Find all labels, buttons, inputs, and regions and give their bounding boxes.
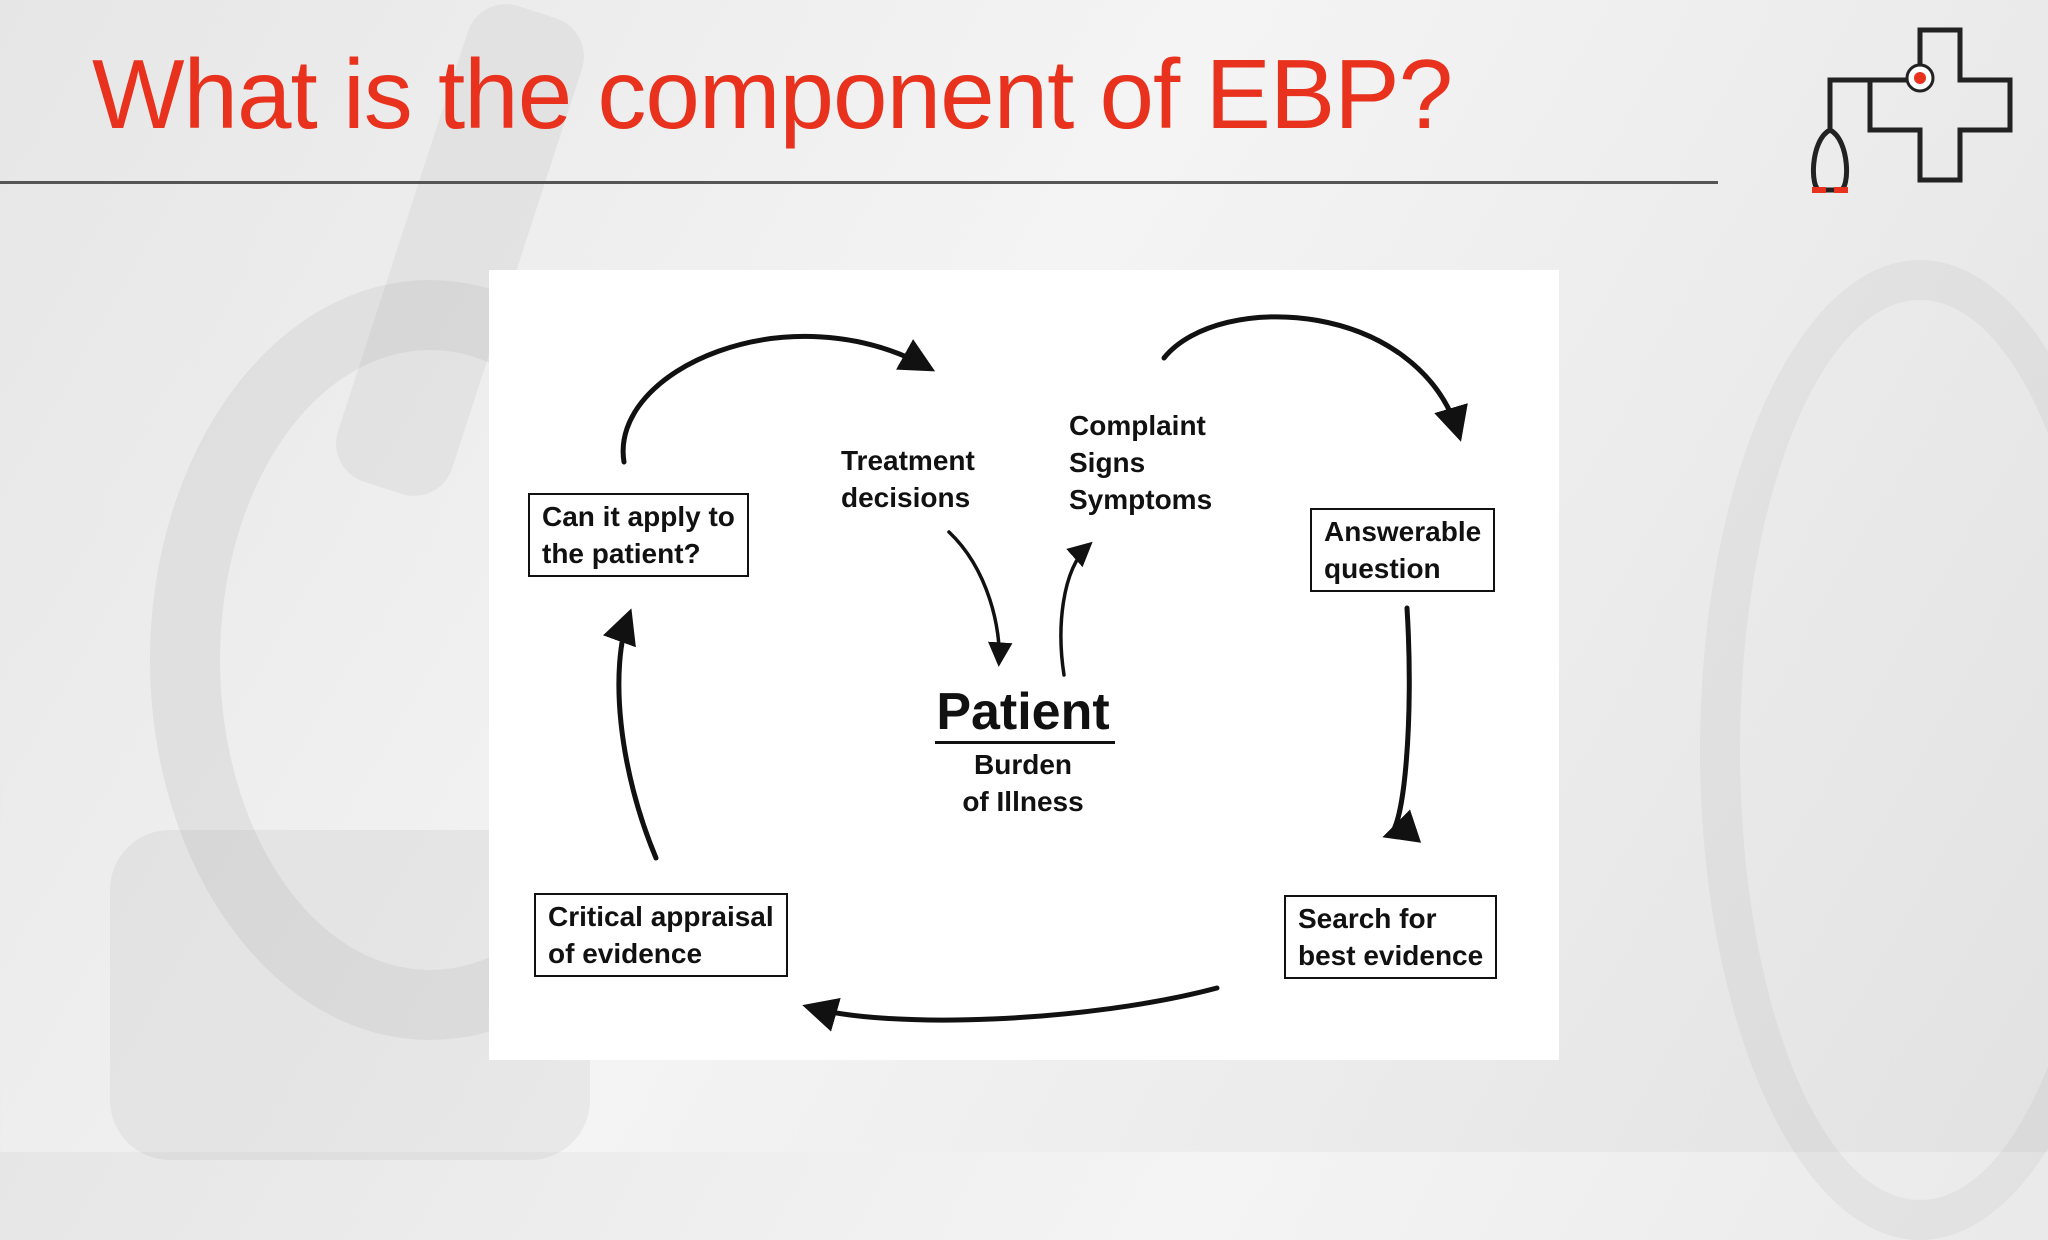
arrow-question-to-search	[1382, 605, 1422, 843]
label-complaint-signs-symptoms: Complaint Signs Symptoms	[1069, 407, 1212, 518]
box-appraisal-line-2: of evidence	[548, 938, 703, 969]
cycle-arrows	[602, 314, 1468, 1032]
box-search-line-1: Search for	[1298, 903, 1437, 934]
box-apply-line-2: the patient?	[542, 538, 701, 569]
arrow-complaint-to-question	[1161, 314, 1468, 442]
arrow-appraisal-to-apply	[602, 608, 659, 861]
title-divider	[0, 181, 1718, 184]
box-appraisal-line-1: Critical appraisal	[548, 901, 774, 932]
box-question-line-2: question	[1324, 553, 1441, 584]
arrow-search-to-appraisal	[802, 985, 1220, 1032]
arrow-patient-to-complaint	[1059, 541, 1093, 677]
label-treatment-line-2: decisions	[841, 482, 971, 513]
label-complaint-line-3: Symptoms	[1069, 484, 1213, 515]
patient-underline	[935, 741, 1115, 744]
label-treatment-decisions: Treatment decisions	[841, 442, 975, 516]
slide-title: What is the component of EBP?	[92, 39, 1453, 149]
medical-cross-stethoscope-icon	[1810, 27, 2013, 193]
patient-title: Patient	[936, 683, 1110, 741]
patient-subtitle: Burden of Illness	[913, 746, 1133, 820]
box-search-best-evidence: Search for best evidence	[1284, 895, 1498, 979]
label-treatment-line-1: Treatment	[841, 445, 975, 476]
box-can-it-apply: Can it apply to the patient?	[528, 493, 749, 577]
arrow-treatment-to-patient	[947, 530, 1013, 667]
box-question-line-1: Answerable	[1324, 516, 1482, 547]
box-critical-appraisal: Critical appraisal of evidence	[534, 893, 788, 977]
background-curve	[1700, 260, 2048, 1240]
arrow-apply-to-treatment	[620, 333, 936, 465]
box-answerable-question: Answerable question	[1310, 508, 1496, 592]
box-search-line-2: best evidence	[1298, 940, 1484, 971]
label-complaint-line-2: Signs	[1069, 447, 1146, 478]
ebp-cycle-diagram: Can it apply to the patient? Answerable …	[489, 270, 1559, 1060]
box-apply-line-1: Can it apply to	[542, 501, 735, 532]
label-complaint-line-1: Complaint	[1069, 410, 1206, 441]
patient-subtitle-line-1: Burden	[974, 749, 1072, 780]
patient-subtitle-line-2: of Illness	[962, 786, 1084, 817]
